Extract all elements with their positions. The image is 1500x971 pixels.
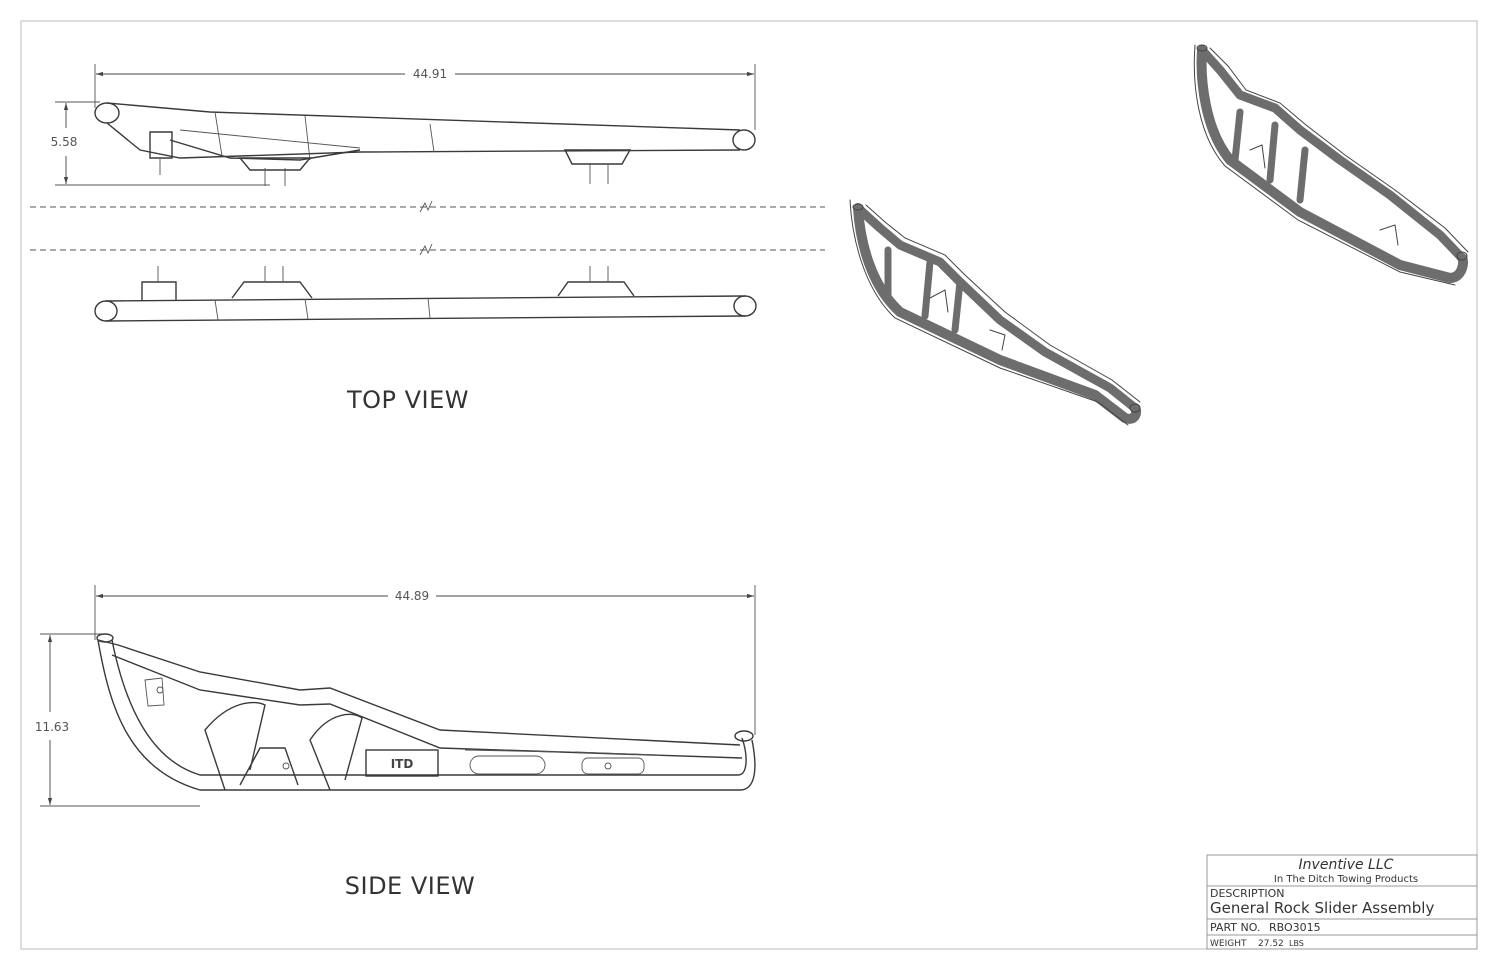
- title-block-description-label: DESCRIPTION: [1210, 887, 1284, 900]
- top-view-width-value: 44.91: [413, 67, 447, 81]
- title-block-company: Inventive LLC: [1299, 857, 1394, 873]
- side-view-label: SIDE VIEW: [345, 872, 475, 900]
- logo-plate: ITD: [391, 757, 414, 771]
- top-view-label: TOP VIEW: [346, 386, 469, 414]
- top-view-break-lines: [30, 200, 825, 256]
- title-block-weight-unit: LBS: [1289, 939, 1304, 948]
- top-view-height-dimension: 5.58: [51, 101, 270, 186]
- title-block-weight-label: WEIGHT: [1210, 939, 1247, 949]
- top-view: 44.91 5.58: [30, 64, 825, 414]
- side-view: 44.89 11.63 ITD: [35, 585, 756, 900]
- side-view-width-value: 44.89: [395, 589, 429, 603]
- isometric-view-left: [849, 199, 1142, 426]
- side-view-width-dimension: 44.89: [94, 585, 756, 735]
- title-block-part-no-label: PART NO.: [1210, 921, 1260, 934]
- title-block: Inventive LLC In The Ditch Towing Produc…: [1206, 854, 1478, 950]
- title-block-description: General Rock Slider Assembly: [1210, 899, 1434, 917]
- sheet-border: [20, 20, 1478, 950]
- title-block-part-no: RBO3015: [1269, 921, 1321, 934]
- top-view-slider-lower: [94, 266, 757, 322]
- side-view-height-dimension: 11.63: [35, 633, 200, 807]
- side-view-height-value: 11.63: [35, 720, 69, 734]
- title-block-weight-value: 27.52: [1258, 939, 1284, 949]
- side-view-slider: ITD: [96, 633, 756, 791]
- top-view-slider-upper: [94, 102, 756, 186]
- top-view-height-value: 5.58: [51, 135, 78, 149]
- title-block-subtitle: In The Ditch Towing Products: [1274, 874, 1418, 885]
- isometric-view-right: [1193, 44, 1469, 286]
- top-view-width-dimension: 44.91: [94, 64, 756, 130]
